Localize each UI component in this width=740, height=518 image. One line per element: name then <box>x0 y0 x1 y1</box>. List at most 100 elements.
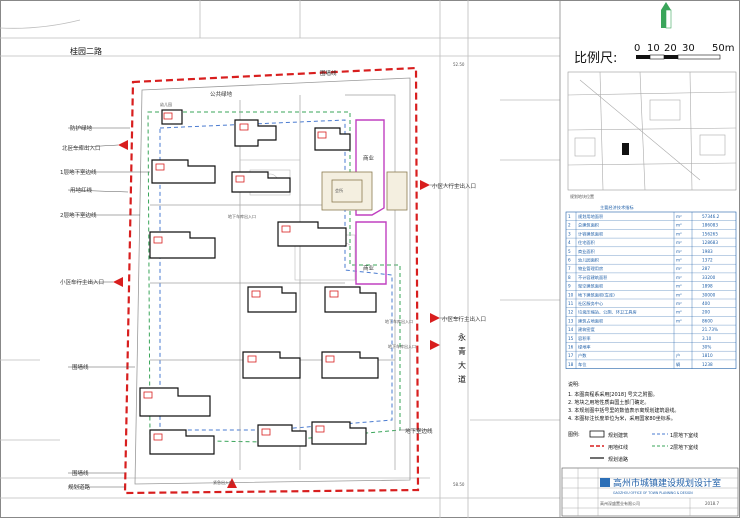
econ-row-value: 1238 <box>702 362 713 367</box>
econ-row-unit: 辆 <box>676 361 680 368</box>
institute-name-en: GAOZHOU OFFICE OF TOWN PLANNING & DESIGN <box>613 491 693 495</box>
note-line-4: 4. 本图标注长度单位为米，采用国家80坐标系。 <box>568 415 676 422</box>
drawing-date: 2018.7 <box>705 501 719 506</box>
elevation-south: 58.50 <box>453 482 465 487</box>
econ-row-name: 物业管理用房 <box>578 265 603 272</box>
scale-tick-50: 50m <box>712 43 734 54</box>
econ-row-name: 总建筑面积 <box>578 222 599 229</box>
scale-ticks: 0 10 20 30 50m <box>634 43 734 54</box>
econ-row-index: 11 <box>568 301 574 306</box>
leader-lines <box>67 127 460 488</box>
econ-row-value: 128683 <box>702 240 718 245</box>
econ-row-index: 18 <box>568 362 574 367</box>
econ-row-unit: m² <box>676 318 682 323</box>
econ-row-index: 9 <box>568 284 571 289</box>
econ-row-value: 1898 <box>702 284 713 289</box>
econ-row-value: 21.73% <box>702 327 718 332</box>
econ-row-unit: m² <box>676 214 682 219</box>
scale-tick-30: 30 <box>682 43 695 54</box>
client-name: 高州深盛置业有限公司 <box>600 500 640 506</box>
road-east-char-3: 大 <box>458 360 466 370</box>
scale-tick-0: 0 <box>634 43 640 54</box>
econ-row-unit: m² <box>676 266 682 271</box>
econ-row-value: 186083 <box>702 223 718 228</box>
road-east-char-2: 青 <box>458 346 466 356</box>
econ-row-value: 1810 <box>702 353 713 358</box>
arrow-left-2 <box>113 277 123 287</box>
legend-building: 规划建筑 <box>608 432 628 439</box>
econ-row-index: 5 <box>568 249 571 254</box>
econ-row-index: 10 <box>568 292 574 297</box>
road-north-label: 桂园二路 <box>70 46 102 56</box>
building <box>149 231 216 259</box>
econ-row-index: 13 <box>568 318 574 323</box>
econ-row-name: 建筑占地面积 <box>578 317 603 324</box>
econ-row-name: 规划用地面积 <box>578 213 603 220</box>
label-fence-2: 围墙线 <box>72 469 89 477</box>
label-fence-1: 围墙线 <box>72 363 89 371</box>
site-location-marker <box>622 143 629 155</box>
label-planning-road: 规划道路 <box>68 483 91 491</box>
location-map <box>567 71 737 191</box>
label-car-exit-east: 小区车行主出入口 <box>442 315 486 323</box>
econ-row-index: 14 <box>568 327 574 332</box>
label-ramp-3: 地下车库出入口 <box>388 343 416 349</box>
econ-row-name: 不计容建筑面积 <box>578 274 607 281</box>
econ-row-unit: 户 <box>676 352 680 359</box>
scale-tick-10: 10 <box>647 43 660 54</box>
econ-table-row: 1 规划用地面积 m² 57346.2 <box>568 213 720 220</box>
note-line-3: 3. 本规划图中括号里的数值表示离规划建筑退线。 <box>568 407 679 414</box>
property-line <box>123 66 420 495</box>
note-line-2: 2. 地块之用地性质由国土部门确定。 <box>568 399 649 406</box>
econ-row-index: 1 <box>568 214 571 219</box>
club-house <box>321 171 408 211</box>
road-east-char-1: 永 <box>458 332 466 342</box>
econ-row-value: 57346.2 <box>702 214 720 219</box>
label-property-line: 用地红线 <box>70 186 93 194</box>
econ-row-name: 垃圾压缩站、公厕、环卫工具房 <box>578 309 637 316</box>
econ-row-name: 幼儿园面积 <box>578 257 599 264</box>
label-basement1: 1层地下室边线 <box>60 168 97 176</box>
label-public-green: 公共绿地 <box>210 90 233 98</box>
econ-row-index: 7 <box>568 266 571 271</box>
econ-row-value: 33200 <box>702 275 716 280</box>
econ-row-name: 社区服务中心 <box>578 300 604 307</box>
legend-swatch-building <box>589 430 605 438</box>
label-pedestrian: 小区人行主出入口 <box>432 182 476 190</box>
econ-row-unit: m² <box>676 223 682 228</box>
label-exit-north: 北区车库出入口 <box>62 144 101 152</box>
building <box>242 351 301 379</box>
building <box>231 171 291 193</box>
label-kindergarten: 幼儿园 <box>160 101 172 107</box>
arrow-right-1 <box>420 180 430 190</box>
label-protect-green: 防护绿地 <box>70 124 93 132</box>
legend-items: 规划建筑 1层地下室线 用地红线 2层地下室线 规划道路 <box>589 430 698 463</box>
econ-row-unit: m² <box>676 249 682 254</box>
scale-label: 比例尺: <box>574 51 617 66</box>
legend-basement2: 2层地下室线 <box>670 444 698 451</box>
commerce-label-1: 商业 <box>363 154 375 162</box>
econ-row-value: 400 <box>702 301 710 306</box>
econ-row-name: 住宅面积 <box>578 239 595 246</box>
label-car-entry: 小区车行主出入口 <box>60 278 104 286</box>
building <box>151 159 216 184</box>
institute-name: 高州市城镇建设规划设计室 <box>613 477 721 489</box>
fence-line <box>134 77 411 485</box>
econ-row-unit: m² <box>676 240 682 245</box>
econ-row-value: 3.10 <box>702 336 712 341</box>
econ-row-name: 容积率 <box>578 335 591 342</box>
econ-row-unit: m² <box>676 301 682 306</box>
arrow-right-2 <box>430 313 440 323</box>
econ-row-name: 绿地率 <box>578 344 591 351</box>
road-east-char-4: 道 <box>458 374 466 384</box>
